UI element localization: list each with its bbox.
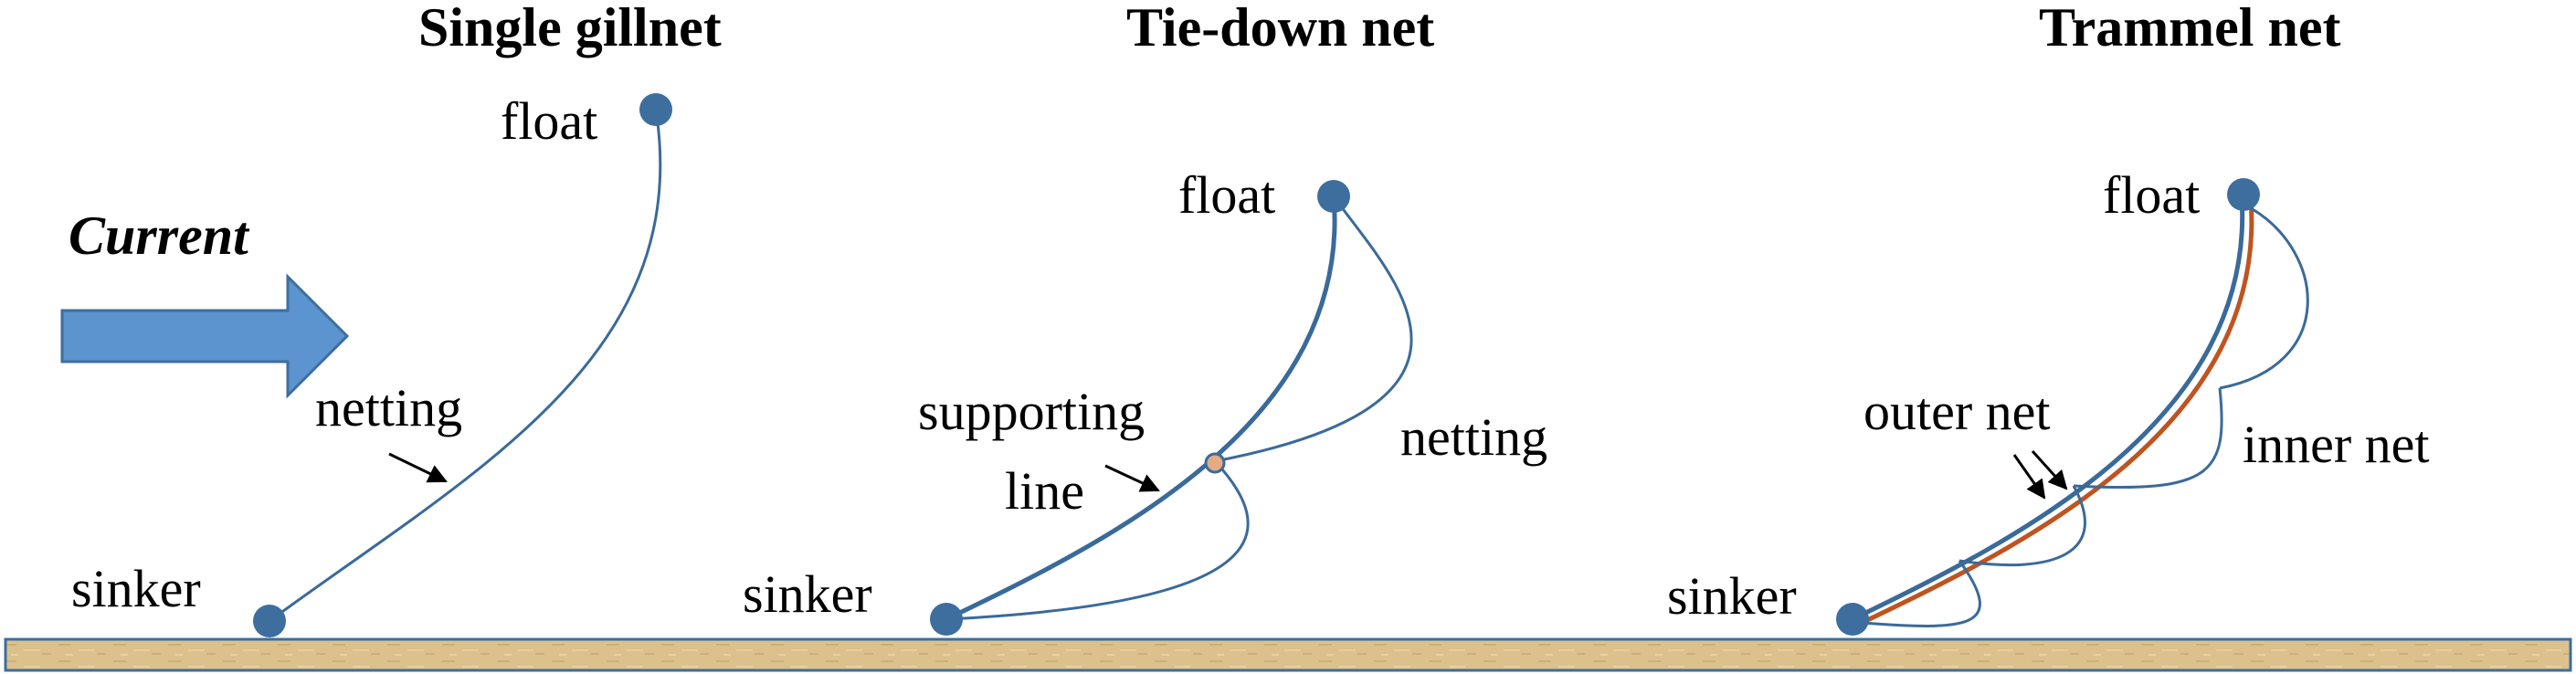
outer-net-pointer-arrow [2012,454,2046,500]
netting-label: netting [315,378,462,437]
float-node [1317,180,1350,213]
sinker-node [930,603,963,636]
panel-title: Trammel net [2039,0,2340,58]
panel-single-gillnet: Single gillnet float sinker netting [71,0,722,637]
tie-point [1204,452,1226,474]
inner-net-loop [2219,206,2309,390]
float-label: float [1178,165,1275,225]
inner-net-loop [1958,485,2086,567]
inner-net-loop [1861,560,1981,627]
inner-net-pointer-arrow [2031,449,2068,490]
netting-pointer-arrow [388,452,448,483]
panel-trammel-net: Trammel net float sinker outer net inner… [1667,0,2430,636]
panel-title: Tie-down net [1126,0,1434,58]
supporting-label-line2: line [1005,461,1084,521]
panel-tie-down-net: Tie-down net float sinker netting suppor… [743,0,1547,636]
inner-net-line [1860,198,2254,626]
float-label: float [501,91,597,151]
netting-line [269,109,662,623]
sinker-label: sinker [743,564,872,624]
netting-lower [945,459,1250,621]
sinker-label: sinker [1667,566,1797,626]
current-label: Current [69,205,250,266]
inner-net-label: inner net [2243,415,2430,474]
outer-net-label: outer net [1863,382,2051,441]
inner-net-loop [2073,387,2223,490]
outer-net-line [1851,195,2245,622]
sinker-label: sinker [71,559,201,618]
netting-label: netting [1400,407,1547,467]
float-node [2227,178,2260,211]
netting-upper [1214,195,1413,463]
sinker-node [1836,603,1869,636]
seabed [4,637,2572,672]
supporting-label-line1: supporting [918,382,1145,441]
supporting-pointer-arrow [1104,464,1160,492]
float-node [639,93,672,126]
float-label: float [2103,165,2200,225]
panel-title: Single gillnet [418,0,722,58]
current-arrow [60,273,350,399]
sinker-node [253,605,286,637]
